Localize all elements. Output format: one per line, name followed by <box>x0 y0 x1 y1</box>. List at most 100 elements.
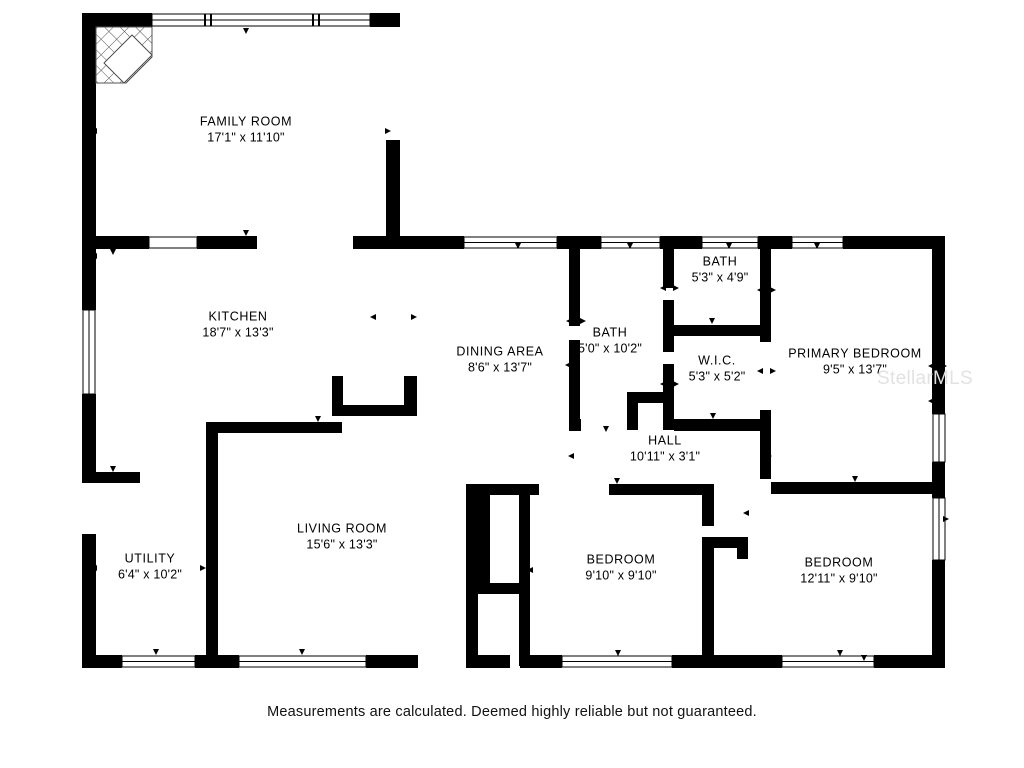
door-marker <box>91 128 97 134</box>
door-marker <box>943 516 949 522</box>
door-marker <box>615 650 621 656</box>
wall-bedroom-mid-top-a <box>478 484 539 495</box>
wall-exterior-bottom-b <box>195 655 239 668</box>
window-primary-bedroom-right <box>932 413 946 463</box>
door-marker <box>411 314 417 320</box>
door-marker <box>770 287 776 293</box>
wall-pantry-left <box>332 376 343 416</box>
wall-exterior-bottom-a <box>82 655 122 668</box>
wall-bedroom-mid-closet-bottom <box>478 583 530 594</box>
wall-exterior-left-lower <box>82 534 96 666</box>
wall-exterior-bottom-f <box>672 655 782 668</box>
corner-fireplace-icon <box>95 26 153 84</box>
wall-exterior-bottom-g <box>874 655 945 668</box>
wall-bedroom-mid-right-lower <box>702 537 714 666</box>
wall-exterior-right-upper <box>932 236 945 414</box>
door-marker <box>212 565 218 571</box>
wall-hall-right <box>760 419 771 479</box>
door-marker <box>928 363 934 369</box>
wall-exterior-bottom-e <box>520 655 562 668</box>
wall-bedroom-right-top <box>771 482 936 494</box>
door-marker <box>110 466 116 472</box>
window-bedroom-right-bottom <box>781 655 875 668</box>
door-marker <box>814 243 820 249</box>
wall-living-room-top <box>206 422 342 433</box>
door-marker <box>743 510 749 516</box>
door-marker <box>91 253 97 259</box>
window-bedroom-mid-bottom <box>561 655 673 668</box>
wall-dining-bath-b <box>569 340 580 430</box>
door-marker <box>709 318 715 324</box>
window-bath2-top <box>701 236 759 249</box>
window-kitchen-top <box>148 236 198 249</box>
door-marker <box>757 368 763 374</box>
door-marker <box>866 482 872 488</box>
wall-pantry-bottom <box>332 405 417 416</box>
door-marker <box>710 413 716 419</box>
door-marker <box>709 330 715 336</box>
door-marker <box>673 381 679 387</box>
wall-bath-right-c <box>663 364 674 430</box>
wall-bedroom-mid-closet-right <box>519 484 530 594</box>
wall-bedroom-mid-top-b <box>609 484 713 495</box>
door-marker-group <box>91 28 949 661</box>
door-marker <box>91 565 97 571</box>
wall-bedroom-mid-left-lower <box>519 594 530 666</box>
wall-exterior-top-left-a <box>82 13 152 27</box>
door-marker <box>837 650 843 656</box>
wall-kitchen-top-a <box>82 236 149 249</box>
wall-exterior-right-lower <box>932 560 945 668</box>
door-marker <box>603 426 609 432</box>
door-marker <box>200 565 206 571</box>
wall-right-block-top-e <box>843 236 945 249</box>
door-marker <box>570 413 576 419</box>
wall-bath-right-a <box>663 236 674 288</box>
wall-dining-bath-a <box>569 236 580 326</box>
door-marker <box>565 362 571 368</box>
door-marker <box>406 400 412 406</box>
window-kitchen-left <box>82 309 96 395</box>
wall-group <box>82 13 945 668</box>
wall-exterior-left-mid <box>82 394 96 472</box>
door-marker <box>660 381 666 387</box>
wall-wic-right-b <box>760 288 771 342</box>
door-marker <box>299 649 305 655</box>
wall-family-room-right <box>386 140 400 245</box>
wall-right-block-top-a <box>452 236 464 249</box>
door-marker <box>315 416 321 422</box>
wall-wic-right-a <box>760 236 771 288</box>
door-marker <box>243 230 249 236</box>
door-marker <box>928 398 934 404</box>
door-marker <box>110 249 116 255</box>
wall-bedroom-closet-right <box>737 537 748 559</box>
door-marker <box>852 476 858 482</box>
wall-hall-jog-left <box>627 392 638 430</box>
door-marker <box>941 363 947 369</box>
disclaimer-text: Measurements are calculated. Deemed high… <box>267 704 757 720</box>
window-utility-bottom <box>121 655 196 668</box>
door-marker <box>568 453 574 459</box>
window-group <box>82 13 946 668</box>
door-marker <box>757 287 763 293</box>
window-bedroom-right-east <box>932 497 946 561</box>
door-marker <box>243 28 249 34</box>
wall-hall-bottom-a <box>569 419 581 431</box>
wall-utility-top <box>82 472 140 483</box>
door-marker <box>370 314 376 320</box>
door-marker <box>515 243 521 249</box>
door-marker <box>726 243 732 249</box>
wall-bath-right-b <box>663 300 674 352</box>
door-marker <box>770 368 776 374</box>
door-marker <box>527 567 533 573</box>
wall-bedroom-mid-right-upper <box>702 484 714 526</box>
door-marker <box>673 285 679 291</box>
wall-kitchen-top-c <box>353 236 452 249</box>
door-marker <box>580 318 586 324</box>
wall-bedroom-closet-top <box>714 537 748 548</box>
window-dining-top <box>463 236 558 249</box>
door-marker <box>660 285 666 291</box>
door-marker <box>385 128 391 134</box>
